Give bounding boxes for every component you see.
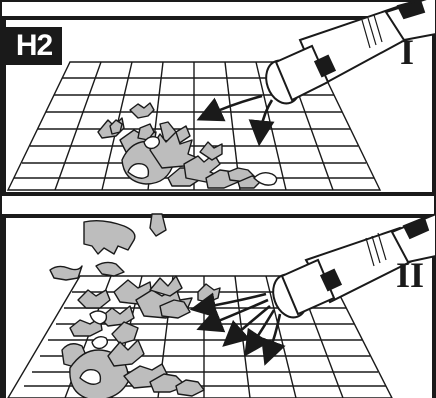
airflow-arrow	[189, 292, 267, 319]
panel-1	[2, 0, 436, 196]
airflow-arrow	[244, 309, 276, 357]
panel-separator	[4, 196, 434, 214]
airflow-arrow	[222, 304, 271, 347]
leaf-pile-1	[97, 102, 278, 189]
panel-2	[2, 212, 436, 398]
leaf-pile-2	[61, 275, 205, 398]
airflow-arrow	[248, 99, 275, 147]
airflow-arrow	[196, 298, 269, 333]
airflow-arrow	[196, 94, 263, 122]
panel-1-numeral: I	[400, 32, 415, 72]
leaf-blower-2	[272, 212, 436, 319]
step-label: H2	[6, 27, 62, 65]
airflow-arrows-2	[189, 292, 286, 366]
leaf-blower-1	[265, 0, 436, 105]
panel-2-numeral: II	[396, 255, 425, 295]
airflow-arrows-1	[196, 94, 275, 147]
airflow-arrow	[261, 313, 286, 366]
